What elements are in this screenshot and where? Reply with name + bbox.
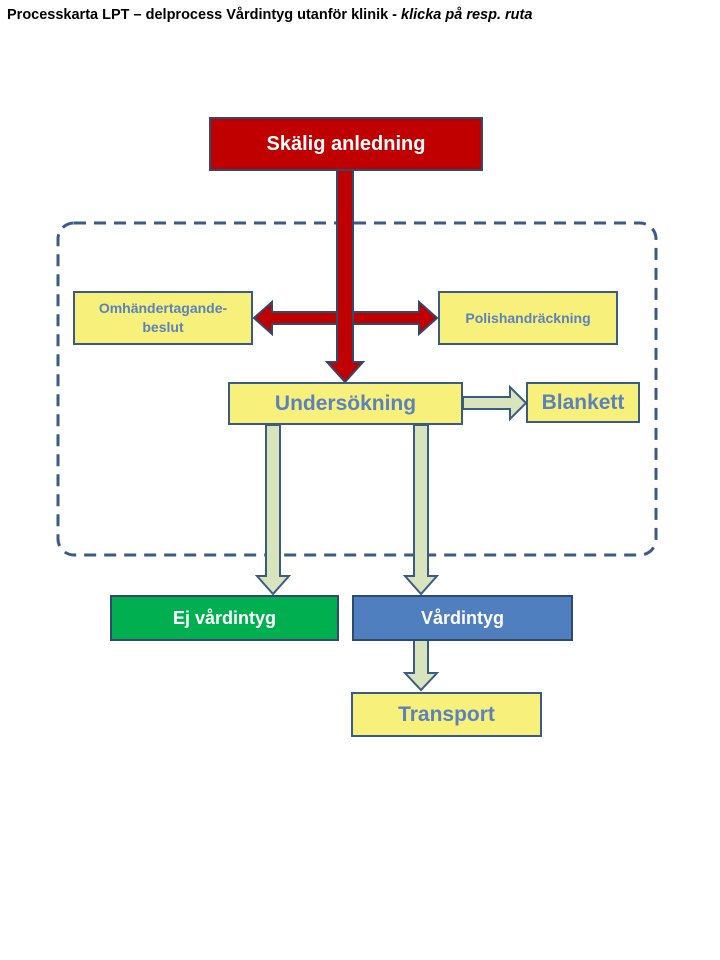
arrow-to-blankett <box>462 384 528 422</box>
page-title: Processkarta LPT – delprocess Vårdintyg … <box>7 7 532 23</box>
ej-vardintyg-box[interactable]: Ej vårdintyg <box>110 595 339 641</box>
arrow-to-vardintyg <box>402 424 440 596</box>
ej-vardintyg-label: Ej vårdintyg <box>172 607 277 628</box>
title-hint: klicka på resp. ruta <box>401 7 533 23</box>
red-down-arrow <box>324 169 366 384</box>
polishandrackning-box[interactable]: Polishandräckning <box>438 291 618 345</box>
polishandrackning-label: Polishandräckning <box>465 310 591 326</box>
omhandertagande-box[interactable]: Omhändertagande-beslut <box>73 291 253 345</box>
vardintyg-label: Vårdintyg <box>420 607 504 628</box>
transport-box[interactable]: Transport <box>351 692 542 737</box>
skalig-anledning-label: Skälig anledning <box>266 132 426 155</box>
vardintyg-box[interactable]: Vårdintyg <box>352 595 573 641</box>
blankett-label: Blankett <box>541 390 625 414</box>
blankett-box[interactable]: Blankett <box>526 382 640 423</box>
transport-label: Transport <box>398 702 495 726</box>
undersokning-box[interactable]: Undersökning <box>228 382 463 425</box>
title-main: Processkarta LPT – delprocess Vårdintyg … <box>7 7 402 23</box>
undersokning-label: Undersökning <box>274 391 417 415</box>
arrow-to-transport <box>402 639 440 692</box>
arrow-to-ej-vardintyg <box>254 424 292 596</box>
dashed-group-border <box>56 221 658 557</box>
skalig-anledning-box[interactable]: Skälig anledning <box>209 117 483 171</box>
omhandertagande-label: Omhändertagande-beslut <box>98 300 228 335</box>
